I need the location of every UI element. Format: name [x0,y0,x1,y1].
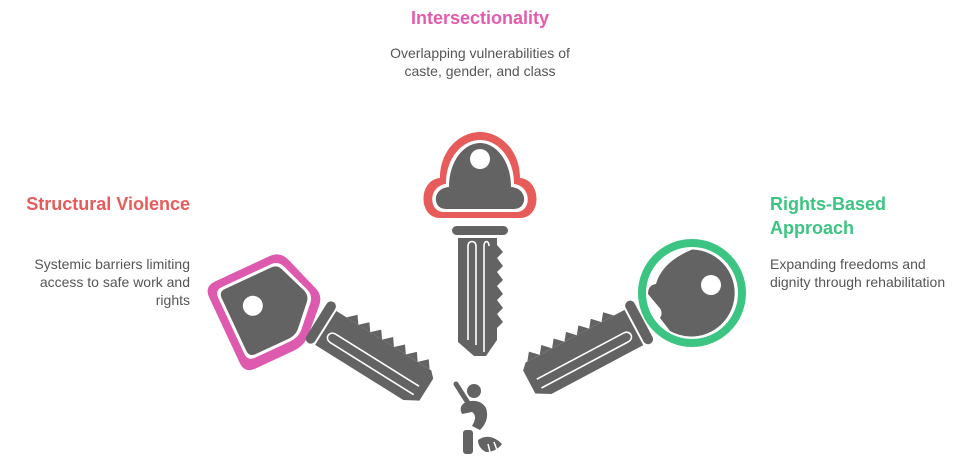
person-sweeping-icon [453,381,502,454]
center-title: Intersectionality [410,8,550,28]
left-description: Systemic barriers limiting access to saf… [34,256,190,308]
left-title: Structural Violence [26,194,190,214]
key-icon-round-head [638,239,746,347]
right-description: Expanding freedoms and dignity through r… [770,256,946,290]
center-description: Overlapping vulnerabilities of caste, ge… [390,45,570,79]
key-icon-cloud-head [423,132,537,356]
right-title: Rights-Based Approach [770,194,887,238]
key-icon-pentagon-head [207,254,321,371]
